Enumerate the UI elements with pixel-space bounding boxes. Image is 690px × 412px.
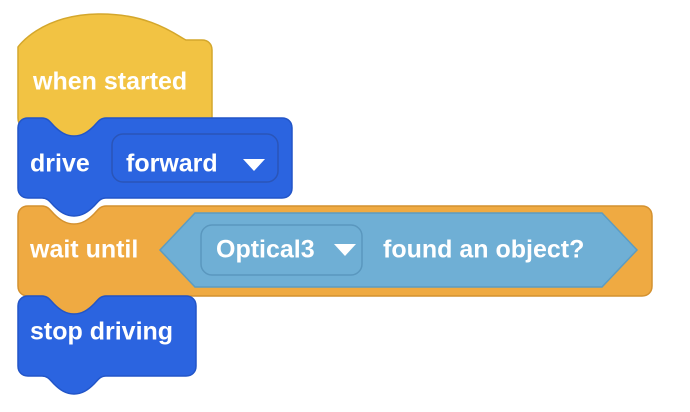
drive-label: drive	[30, 150, 90, 178]
chevron-down-icon	[243, 159, 265, 171]
block-when-started[interactable]: when started	[17, 13, 213, 147]
block-wait-until[interactable]: wait until Optical3 found an object?	[17, 205, 653, 315]
optical-sensor-dropdown[interactable]: Optical3	[200, 224, 363, 276]
optical-dropdown-value: Optical3	[216, 236, 315, 264]
block-stop-driving[interactable]: stop driving	[17, 295, 197, 395]
optical-dropdown-background	[200, 224, 363, 276]
boolean-condition-label: found an object?	[383, 236, 584, 264]
boolean-optical-found-object[interactable]: Optical3 found an object?	[158, 212, 639, 288]
block-drive[interactable]: drive forward	[17, 117, 293, 217]
when-started-label: when started	[32, 68, 187, 96]
drive-dropdown-background	[111, 133, 279, 183]
chevron-down-icon	[334, 244, 356, 256]
stop-driving-label: stop driving	[30, 318, 173, 346]
drive-dropdown-value: forward	[126, 150, 218, 178]
stop-driving-shape	[17, 295, 197, 395]
wait-until-label: wait until	[29, 236, 138, 264]
drive-direction-dropdown[interactable]: forward	[111, 133, 279, 183]
